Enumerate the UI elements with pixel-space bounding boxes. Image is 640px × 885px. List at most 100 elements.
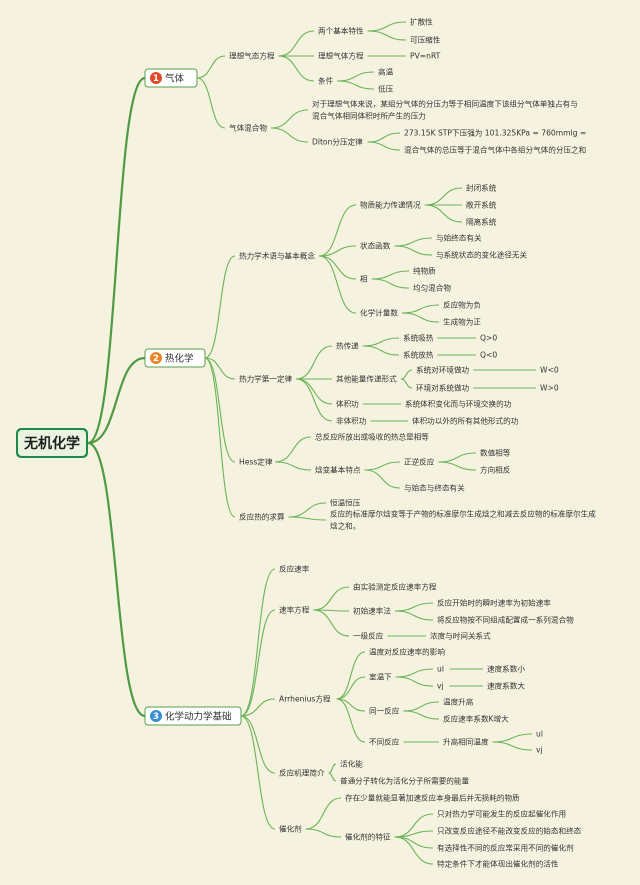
connector xyxy=(270,109,309,129)
connector xyxy=(438,452,477,463)
node-label: 高温 xyxy=(378,67,394,77)
connector xyxy=(87,441,146,718)
connector xyxy=(394,610,434,621)
connector xyxy=(87,76,146,445)
connector xyxy=(305,828,342,838)
connector xyxy=(400,378,413,389)
connector xyxy=(367,132,401,143)
node-label: 有选择性不同的反应常采用不同的催化剂 xyxy=(437,843,574,853)
branch-number-badge xyxy=(150,710,162,722)
node-label: 理想气体方程 xyxy=(318,51,364,61)
node-label: Dlton分压定律 xyxy=(312,137,363,147)
topic-label: 反应热的求算 xyxy=(239,512,285,522)
connector xyxy=(336,676,366,700)
node-label: 一级反应 xyxy=(353,631,384,641)
topic-label: 反应速率 xyxy=(279,564,310,574)
topic-label: 热力学术语与基本概念 xyxy=(239,251,315,261)
node-label: 将反应物按不同组成配置成一系列混合物 xyxy=(437,615,574,625)
connector xyxy=(424,204,463,223)
node-label: 速度系数大 xyxy=(487,681,525,691)
node-label: 浓度与时间关系式 xyxy=(430,631,491,641)
connector xyxy=(371,278,410,289)
connector xyxy=(336,698,366,743)
node-label: 体积功 xyxy=(336,399,359,409)
connector xyxy=(492,733,533,743)
connector xyxy=(204,357,236,518)
connector xyxy=(403,701,440,712)
topic-label: 速率方程 xyxy=(279,605,310,615)
node-label: 催化剂的特征 xyxy=(345,832,391,842)
node-label: Q>0 xyxy=(480,334,497,343)
node-label: 温度升高 xyxy=(443,697,474,707)
node-label: 体积功以外的所有其他形式的功 xyxy=(412,416,519,426)
node-text-line: 对于理想气体来说，某组分气体的分压力等于相同温度下该组分气体单独占有与 xyxy=(312,99,578,109)
node-label: 系统体积变化而与环境交换的功 xyxy=(405,399,512,409)
connector xyxy=(362,345,400,356)
node-label: 两个基本特性 xyxy=(318,26,364,36)
node-label: 其他能量传递形式 xyxy=(336,374,397,384)
node-label: PV=nRT xyxy=(410,52,441,61)
connector xyxy=(394,836,434,865)
connector xyxy=(394,237,433,247)
node-label: 与始终态有关 xyxy=(436,233,482,243)
connector xyxy=(313,609,350,637)
connector xyxy=(270,127,309,143)
node-label: 不同反应 xyxy=(369,737,400,747)
node-label: 普通分子转化为活化分子所需要的能量 xyxy=(340,776,469,786)
node-label: 环境对系统做功 xyxy=(416,383,470,393)
connector xyxy=(196,77,226,129)
node-label: 与系统状态的变化途径无关 xyxy=(436,250,528,260)
node-label: 系统对环境做功 xyxy=(416,365,470,375)
connector xyxy=(204,357,236,380)
node-label: 混合气体的总压等于混合气体中各组分气体的分压之和 xyxy=(404,145,586,155)
node-label: 化学计量数 xyxy=(360,308,398,318)
connector xyxy=(240,609,276,717)
node-label: 正逆反应 xyxy=(404,457,435,467)
connector xyxy=(401,312,440,323)
topic-label: 反应机理简介 xyxy=(279,768,325,778)
connector xyxy=(318,255,357,314)
connector xyxy=(240,715,276,830)
node-label: 反应开始时的瞬时速率为初始速率 xyxy=(437,598,551,608)
node-label: 低压 xyxy=(378,84,394,94)
node-label: W>0 xyxy=(540,384,559,393)
connector xyxy=(400,369,413,380)
connector xyxy=(371,270,410,280)
connector xyxy=(364,461,401,471)
node-label: 升高相同温度 xyxy=(443,737,489,747)
node-label: 隔离系统 xyxy=(466,217,497,227)
node-text-line: 混合气体相同体积时所产生的压力 xyxy=(312,111,426,121)
connector xyxy=(318,245,357,257)
node-label: 敞开系统 xyxy=(466,200,497,210)
node-label: 生成物为正 xyxy=(443,317,481,327)
connector xyxy=(328,763,337,774)
branch-number: 3 xyxy=(153,712,159,722)
connector xyxy=(318,255,357,280)
node-label: ul xyxy=(437,665,444,674)
node-label: 反应物为负 xyxy=(443,300,481,310)
connector xyxy=(394,245,433,256)
connector xyxy=(337,80,375,90)
connector xyxy=(367,30,407,41)
node-label: 方向相反 xyxy=(480,465,511,475)
node-label: W<0 xyxy=(540,366,559,375)
branch-title: 气体 xyxy=(165,72,185,84)
connector xyxy=(367,141,401,151)
node-label: 只对热力学可能发生的反应起催化作用 xyxy=(437,809,566,819)
branch-number: 2 xyxy=(153,354,159,364)
connector xyxy=(403,710,440,720)
node-text-line: 焓之和。 xyxy=(330,521,360,531)
node-label: 扩散性 xyxy=(410,17,433,27)
node-label: 初始速率法 xyxy=(353,606,391,616)
node-label: 非体积功 xyxy=(336,416,367,426)
connector xyxy=(305,797,342,830)
branch-number-badge xyxy=(150,352,162,364)
connector xyxy=(87,356,146,445)
connector xyxy=(424,187,463,206)
node-label: 速度系数小 xyxy=(487,664,525,674)
node-label: 温度对反应速率的影响 xyxy=(369,647,445,657)
node-label: vj xyxy=(437,682,444,691)
node-label: 相 xyxy=(360,274,368,284)
topic-label: 气体混合物 xyxy=(229,123,267,133)
